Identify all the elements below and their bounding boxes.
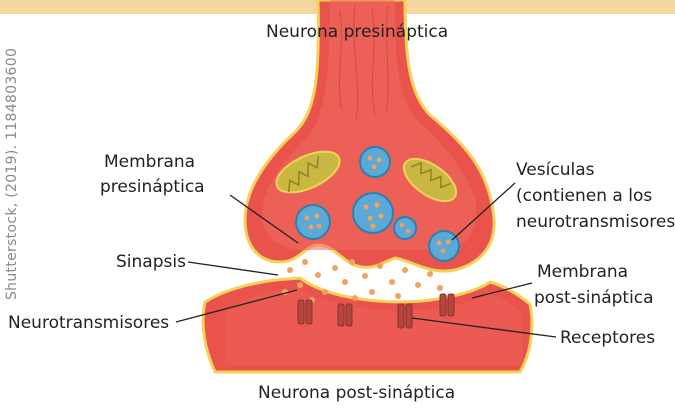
label-postsynaptic-neuron: Neurona post-sináptica bbox=[258, 383, 455, 403]
label-synapse: Sinapsis bbox=[116, 252, 186, 272]
vesicle bbox=[394, 217, 416, 239]
label-vesicles-line2: (contienen a los bbox=[516, 186, 652, 206]
vesicle bbox=[360, 147, 390, 177]
label-vesicles-line1: Vesículas bbox=[516, 160, 594, 180]
label-presynaptic-membrane-line1: Membrana bbox=[104, 152, 195, 172]
label-postsynaptic-membrane-line2: post-sináptica bbox=[534, 288, 654, 308]
label-presynaptic-membrane-line2: presináptica bbox=[100, 177, 205, 197]
image-credit: Shutterstock, (2019). 1184803600 bbox=[4, 48, 20, 300]
vesicle bbox=[429, 231, 459, 261]
label-neurotransmitters: Neurotransmisores bbox=[8, 313, 169, 333]
label-presynaptic-neuron: Neurona presináptica bbox=[266, 22, 448, 42]
label-postsynaptic-membrane-line1: Membrana bbox=[537, 262, 628, 282]
label-vesicles-line3: neurotransmisores bbox=[516, 212, 675, 232]
label-receptors: Receptores bbox=[560, 328, 655, 348]
vesicle bbox=[296, 205, 330, 239]
